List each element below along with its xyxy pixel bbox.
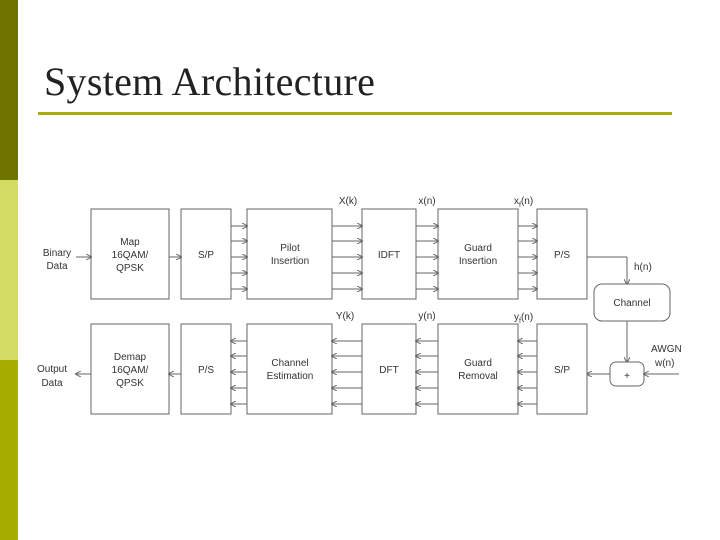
channel-estimation-line1: Channel bbox=[271, 358, 308, 369]
idft-block-label: IDFT bbox=[378, 250, 400, 261]
sp-block-tx bbox=[180, 208, 232, 300]
ps-block-rx-label: P/S bbox=[198, 365, 214, 376]
guard-removal-line1: Guard bbox=[464, 358, 492, 369]
demap-block bbox=[90, 323, 170, 415]
guard-removal-block bbox=[437, 323, 519, 415]
pilot-insertion-block bbox=[246, 208, 333, 300]
map-block-line1: Map bbox=[120, 237, 140, 248]
channel-estimation-line2: Estimation bbox=[267, 371, 314, 382]
signal-Yk: Y(k) bbox=[336, 311, 354, 322]
signal-xfn: xf(n) bbox=[514, 196, 533, 209]
slide-title: System Architecture bbox=[44, 59, 376, 104]
binary-data-line1: Binary bbox=[43, 248, 71, 259]
guard-insertion-line2: Insertion bbox=[459, 256, 497, 267]
signal-xn: x(n) bbox=[418, 196, 435, 207]
h-label: h(n) bbox=[634, 262, 652, 273]
dft-block bbox=[361, 323, 417, 415]
guard-removal-line2: Removal bbox=[458, 371, 497, 382]
dft-block-label: DFT bbox=[379, 365, 398, 376]
binary-data-line2: Data bbox=[46, 261, 68, 272]
output-data-line1: Output bbox=[37, 364, 67, 375]
channel-block bbox=[593, 283, 671, 322]
map-block-line3: QPSK bbox=[116, 263, 144, 274]
sidebar-mid-segment bbox=[0, 360, 18, 540]
demap-block-line3: QPSK bbox=[116, 378, 144, 389]
wn-label: w(n) bbox=[654, 358, 674, 369]
pilot-insertion-line2: Insertion bbox=[271, 256, 309, 267]
channel-label: Channel bbox=[613, 298, 650, 309]
map-block bbox=[90, 208, 170, 300]
sp-block-rx bbox=[536, 323, 588, 415]
signal-Xk: X(k) bbox=[339, 196, 357, 207]
ps-block-rx bbox=[180, 323, 232, 415]
demap-block-line1: Demap bbox=[114, 352, 147, 363]
map-block-line2: 16QAM/ bbox=[112, 250, 149, 261]
rx-parallel-lines bbox=[231, 341, 537, 404]
ps-block-tx-label: P/S bbox=[554, 250, 570, 261]
output-data-line2: Data bbox=[41, 378, 63, 389]
sidebar-light-segment bbox=[0, 180, 18, 360]
sidebar-dark-segment bbox=[0, 0, 18, 180]
pilot-insertion-line1: Pilot bbox=[280, 243, 300, 254]
guard-insertion-line1: Guard bbox=[464, 243, 492, 254]
channel-estimation-block bbox=[246, 323, 333, 415]
sp-block-tx-label: S/P bbox=[198, 250, 214, 261]
guard-insertion-block bbox=[437, 208, 519, 300]
sp-block-rx-label: S/P bbox=[554, 365, 570, 376]
title-underline bbox=[38, 112, 672, 115]
signal-yn: y(n) bbox=[418, 311, 435, 322]
demap-block-line2: 16QAM/ bbox=[112, 365, 149, 376]
awgn-label: AWGN bbox=[651, 344, 682, 355]
tx-parallel-lines bbox=[231, 226, 537, 289]
signal-yfn: yf(n) bbox=[514, 312, 533, 325]
plus-sign: + bbox=[624, 371, 630, 382]
